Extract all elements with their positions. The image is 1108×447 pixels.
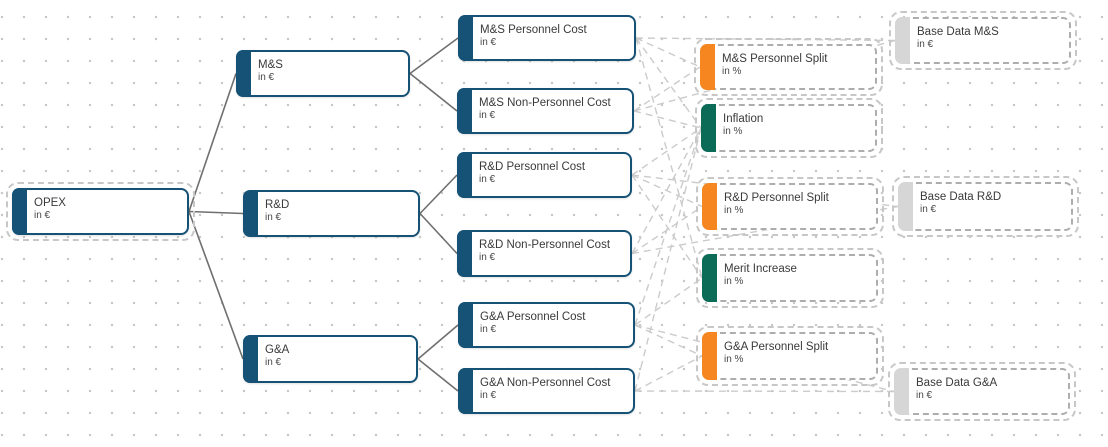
accent-bar-blue [457,230,472,277]
accent-bar-blue [458,368,473,414]
edge-m-and-s-to-ms-non-personnel-cost [409,72,458,112]
node-unit: in % [724,205,744,216]
node-title: R&D Non-Personnel Cost [479,239,611,251]
accent-bar-blue [236,50,251,97]
edge-ms-non-personnel-cost-to-ms-personnel-split [633,66,701,112]
edge-m-and-s-to-ms-personnel-cost [409,37,459,75]
edge-ms-non-personnel-cost-to-inflation [633,110,702,129]
accent-bar-blue [457,152,472,198]
node-title: G&A Non-Personnel Cost [480,377,611,389]
accent-bar-blue [12,188,27,235]
accent-bar-gray [895,17,910,64]
edge-g-and-a-to-ga-personnel-cost [417,324,459,360]
node-title: Base Data R&D [920,191,1002,203]
accent-bar-blue [457,88,472,134]
accent-bar-blue [458,15,473,61]
edge-ga-personnel-cost-to-merit-increase [634,277,703,326]
node-title: Merit Increase [724,263,797,275]
node-unit: in € [916,390,933,401]
node-unit: in € [34,210,51,221]
accent-bar-blue [458,302,473,348]
edge-ms-personnel-cost-to-merit-increase [635,37,703,279]
accent-bar-blue [243,190,258,237]
node-title: G&A Personnel Cost [480,311,586,323]
accent-bar-blue [243,335,258,383]
node-title: Inflation [723,113,764,125]
node-unit: in € [480,324,497,335]
node-title: R&D Personnel Split [724,192,829,204]
accent-bar-gray [898,182,913,231]
node-title: R&D [265,199,290,211]
node-unit: in % [722,66,742,77]
edge-opex-to-m-and-s [188,73,237,212]
node-unit: in € [479,110,496,121]
node-title: OPEX [34,197,66,209]
node-unit: in % [723,126,743,137]
node-title: G&A [265,344,290,356]
node-title: Base Data M&S [917,26,999,38]
accent-bar-orange [700,44,715,90]
node-unit: in % [724,276,744,287]
node-unit: in € [920,204,937,215]
accent-bar-orange [702,183,717,230]
accent-bar-gray [894,368,909,415]
node-unit: in € [258,72,275,83]
node-unit: in € [480,37,497,48]
node-title: Base Data G&A [916,377,998,389]
node-title: M&S Personnel Cost [480,24,587,36]
node-unit: in € [479,174,496,185]
accent-bar-green [701,104,716,152]
edge-opex-to-g-and-a [188,211,244,360]
edge-ms-personnel-cost-to-base-data-ms [635,37,896,42]
edge-rd-non-personnel-cost-to-base-data-rd [631,205,899,255]
node-title: R&D Personnel Cost [479,161,586,173]
edge-ga-non-personnel-cost-to-ga-personnel-split [634,355,703,392]
node-title: G&A Personnel Split [724,341,829,353]
accent-bar-orange [702,332,717,380]
accent-bar-green [702,254,717,302]
edge-ms-personnel-cost-to-ms-personnel-split [635,37,701,68]
edge-ga-non-personnel-cost-to-base-data-ga [634,390,895,393]
edge-g-and-a-to-ga-non-personnel-cost [417,358,459,392]
edge-ms-personnel-cost-to-inflation [635,37,702,129]
node-unit: in € [265,357,282,368]
edge-rd-personnel-cost-to-inflation [631,127,702,176]
edge-ga-personnel-cost-to-inflation [634,127,702,326]
node-unit: in € [479,252,496,263]
edge-opex-to-r-and-d [188,210,244,215]
node-title: M&S [258,59,283,71]
edge-rd-personnel-cost-to-merit-increase [631,174,703,279]
edge-ga-non-personnel-cost-to-inflation [634,127,702,392]
edge-r-and-d-to-rd-non-personnel-cost [419,212,458,255]
node-title: M&S Personnel Split [722,53,828,65]
node-unit: in € [917,39,934,50]
edge-ga-personnel-cost-to-ga-personnel-split [634,324,703,357]
edge-r-and-d-to-rd-personnel-cost [419,174,458,215]
node-unit: in € [480,390,497,401]
node-unit: in % [724,354,744,365]
node-unit: in € [265,212,282,223]
edge-rd-personnel-cost-to-rd-personnel-split [631,174,703,208]
node-title: M&S Non-Personnel Cost [479,97,611,109]
